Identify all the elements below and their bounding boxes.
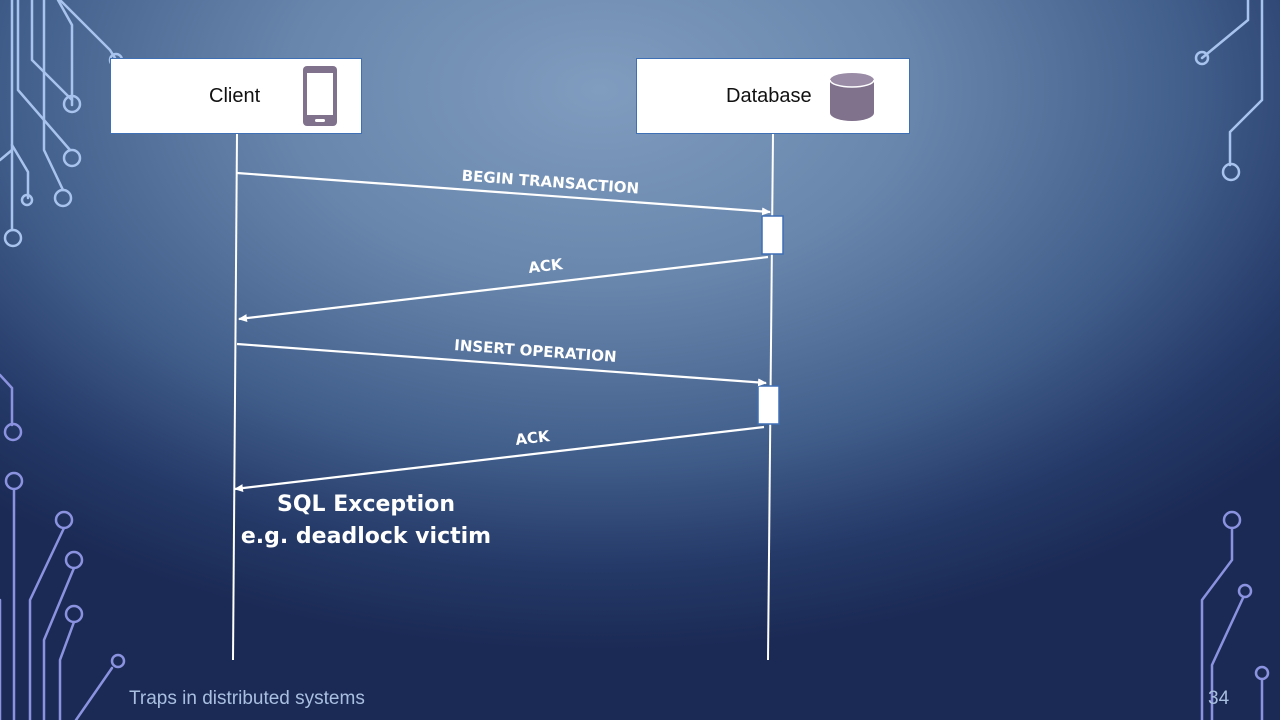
circuit-traces-left-bottom — [0, 373, 114, 720]
database-participant: Database — [636, 58, 910, 134]
circuit-traces-right-bottom — [1200, 526, 1264, 720]
circuit-nodes-right-top — [1194, 50, 1241, 182]
page-number: 34 — [1208, 688, 1230, 709]
phone-icon — [301, 64, 339, 133]
message-ack-2-label: ACK — [514, 427, 551, 449]
exception-note-detail: e.g. deadlock victim — [240, 524, 492, 549]
message-insert-operation-arrow — [236, 342, 767, 387]
message-ack-1-label: ACK — [527, 255, 564, 277]
circuit-traces-left-top — [0, 0, 117, 232]
database-label: Database — [726, 85, 812, 107]
client-participant: Client — [110, 58, 362, 134]
footer-title: Traps in distributed systems — [129, 688, 365, 709]
message-ack-1-arrow — [238, 255, 769, 323]
message-begin-transaction-arrow — [236, 171, 771, 216]
exception-note: SQL Exception e.g. deadlock victim — [236, 489, 496, 553]
circuit-nodes-right-bottom — [1222, 510, 1270, 681]
activation-box-1 — [761, 215, 784, 255]
database-icon — [829, 72, 875, 127]
message-begin-transaction-label: BEGIN TRANSACTION — [461, 167, 640, 198]
activation-box-2 — [757, 385, 780, 425]
exception-note-title: SQL Exception — [277, 492, 455, 517]
client-lifeline — [232, 133, 238, 661]
circuit-nodes-left-bottom — [3, 422, 126, 669]
client-label: Client — [209, 85, 261, 107]
message-ack-2-arrow — [234, 425, 765, 493]
circuit-traces-right-top — [1200, 0, 1264, 167]
